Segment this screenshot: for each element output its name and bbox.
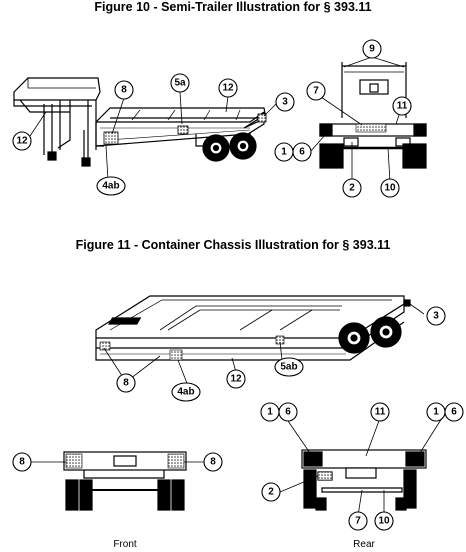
svg-text:10: 10 [378, 516, 390, 527]
svg-text:3: 3 [282, 97, 288, 108]
svg-text:12: 12 [222, 83, 234, 94]
front-view-label: Front [113, 539, 137, 550]
callout-8-front-right: 8 [203, 452, 223, 472]
callout-10-rear: 10 [374, 511, 394, 531]
callout-3: 3 [275, 92, 295, 112]
svg-text:6: 6 [451, 407, 457, 418]
callout-7: 7 [306, 81, 326, 101]
svg-text:8: 8 [210, 457, 216, 468]
figure-10-title: Figure 10 - Semi-Trailer Illustration fo… [94, 0, 372, 14]
svg-text:7: 7 [313, 86, 319, 97]
callout-1-rear-right: 1 [426, 402, 446, 422]
callout-11-rear: 11 [370, 402, 390, 422]
callout-12-deck: 12 [218, 78, 238, 98]
svg-text:12: 12 [16, 136, 28, 147]
svg-text:12: 12 [230, 374, 242, 385]
svg-text:8: 8 [19, 457, 25, 468]
svg-text:1: 1 [267, 407, 273, 418]
svg-text:1: 1 [433, 407, 439, 418]
callout-4ab: 4ab [96, 176, 126, 196]
svg-text:5ab: 5ab [280, 362, 297, 373]
callout-6-rear-right: 6 [444, 402, 464, 422]
callout-1: 1 [274, 142, 294, 162]
figure-11-title: Figure 11 - Container Chassis Illustrati… [75, 238, 391, 252]
svg-text:6: 6 [285, 407, 291, 418]
svg-text:5a: 5a [174, 78, 186, 89]
callout-10: 10 [380, 178, 400, 198]
svg-text:6: 6 [299, 147, 305, 158]
svg-text:1: 1 [281, 147, 287, 158]
callout-3-chassis: 3 [426, 306, 446, 326]
callout-2: 2 [342, 178, 362, 198]
callout-12-chassis: 12 [226, 369, 246, 389]
semi-trailer-rear-view [319, 62, 427, 169]
svg-text:2: 2 [268, 487, 274, 498]
callout-4ab-chassis: 4ab [171, 382, 201, 402]
callout-1-rear-left: 1 [260, 402, 280, 422]
svg-text:2: 2 [349, 183, 355, 194]
callout-11: 11 [392, 96, 412, 116]
container-chassis-view [95, 295, 411, 361]
callout-2-rear: 2 [261, 482, 281, 502]
svg-text:9: 9 [369, 44, 375, 55]
svg-text:10: 10 [384, 183, 396, 194]
svg-text:4ab: 4ab [177, 387, 194, 398]
svg-text:8: 8 [123, 378, 129, 389]
callout-12-gooseneck: 12 [12, 131, 32, 151]
callout-6: 6 [292, 142, 312, 162]
callout-8-chassis: 8 [116, 373, 136, 393]
rear-view-label: Rear [353, 539, 375, 550]
figure-10-leader-lines [29, 91, 277, 181]
callout-7-rear: 7 [348, 511, 368, 531]
svg-text:8: 8 [121, 85, 127, 96]
figure-10-rear-leader-lines [309, 56, 405, 183]
svg-text:11: 11 [375, 407, 386, 418]
callout-6-rear-left: 6 [278, 402, 298, 422]
callout-8-front-left: 8 [12, 452, 32, 472]
svg-text:11: 11 [397, 101, 408, 112]
svg-text:3: 3 [433, 311, 439, 322]
callout-5a: 5a [170, 73, 190, 93]
container-chassis-rear-view [301, 449, 427, 511]
callout-8-front: 8 [114, 80, 134, 100]
container-chassis-front-view [63, 451, 187, 511]
svg-text:7: 7 [355, 516, 361, 527]
semi-trailer-side-view [13, 77, 267, 167]
callout-9: 9 [362, 39, 382, 59]
svg-text:4ab: 4ab [102, 181, 119, 192]
callout-5ab: 5ab [274, 357, 304, 377]
